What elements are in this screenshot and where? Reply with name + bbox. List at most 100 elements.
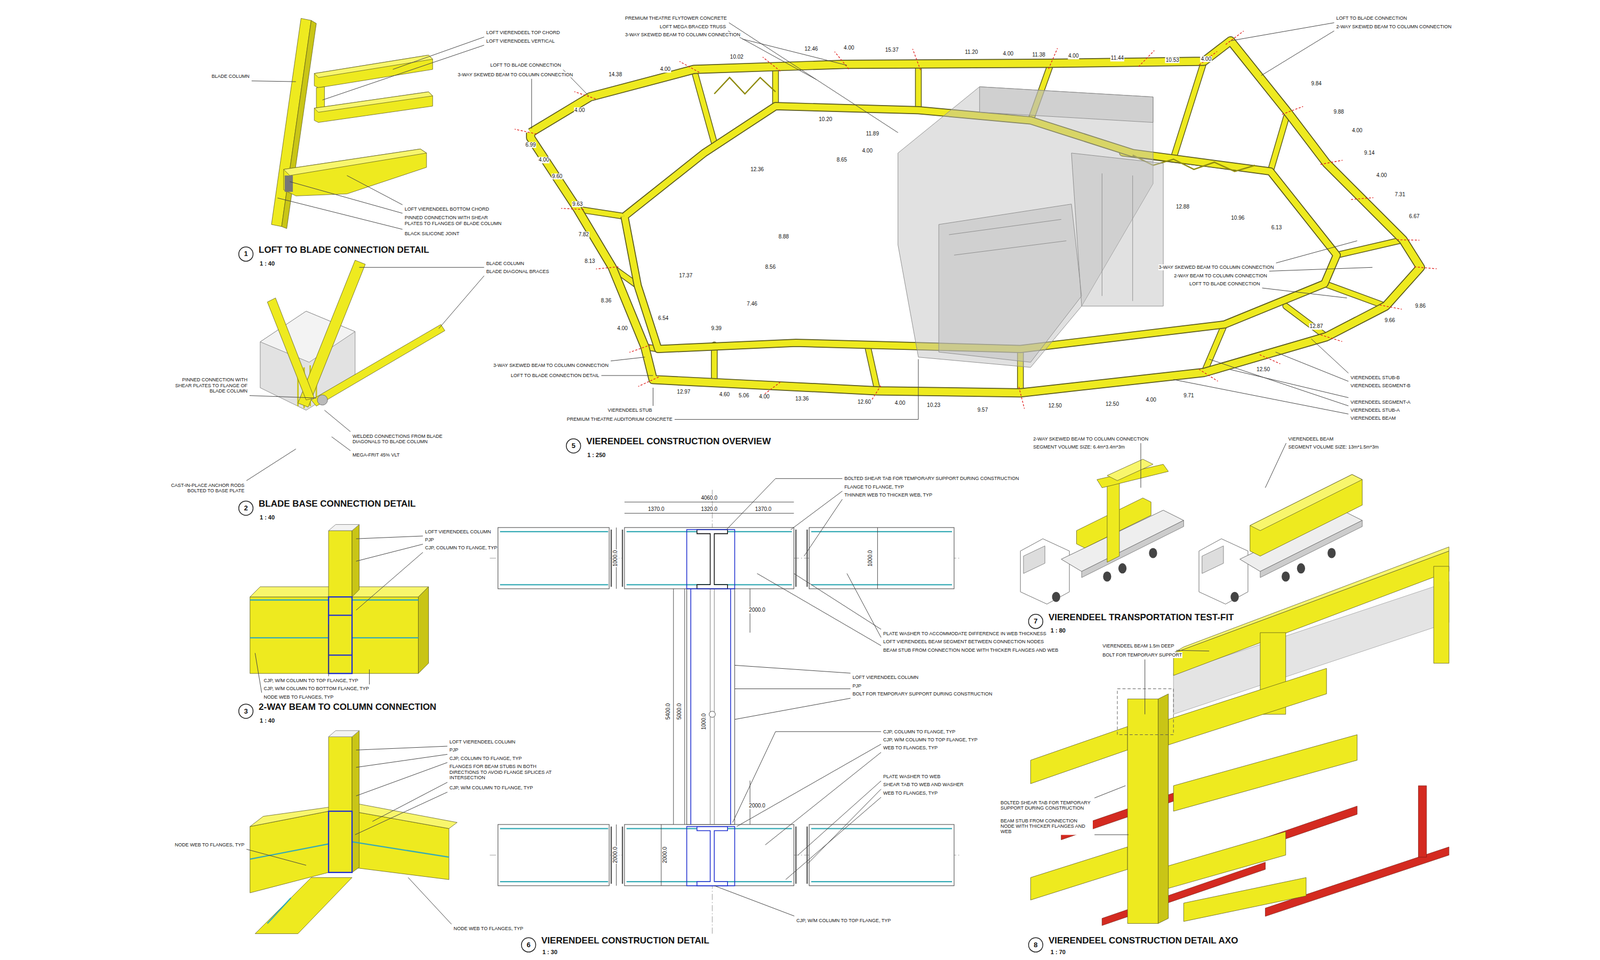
dimension-label: 2000.0 xyxy=(748,803,766,810)
dimension-label: 4.00 xyxy=(861,147,874,155)
callout-label: BLACK SILICONE JOINT xyxy=(404,230,461,237)
callout-label: NODE WEB TO FLANGES, TYP xyxy=(263,694,335,700)
callout-label: VIERENDEEL BEAM xyxy=(1288,436,1335,442)
dimension-label: 14.38 xyxy=(608,71,623,78)
dimension-label: 8.88 xyxy=(778,233,790,240)
callout-circle xyxy=(1028,937,1044,952)
vierendeel-elevation xyxy=(624,527,795,589)
callout-number: 3 xyxy=(243,707,248,716)
transport-test-fit xyxy=(1327,547,1336,558)
three-way-connection xyxy=(352,804,458,829)
vierendeel-elevation xyxy=(697,826,728,886)
leader-line xyxy=(1173,379,1349,415)
dimension-label: 9.57 xyxy=(977,406,989,414)
dimension-label: 4.00 xyxy=(1351,127,1363,134)
callout-label: 2-WAY BEAM TO COLUMN CONNECTION xyxy=(1173,272,1268,278)
dimension-tick xyxy=(1414,266,1437,269)
three-way-connection xyxy=(328,736,352,872)
dimension-label: 1000.0 xyxy=(612,549,619,567)
callout-label: PINNED CONNECTION WITH SHEAR PLATES TO F… xyxy=(170,377,248,395)
callout-number: 8 xyxy=(1033,940,1038,949)
loft-blade-detail xyxy=(283,148,427,196)
leader-line xyxy=(328,624,330,677)
two-way-connection xyxy=(328,596,352,674)
loft-blade-detail xyxy=(314,91,433,112)
vierendeel-overview xyxy=(948,173,1133,301)
drawing-title: LOFT TO BLADE CONNECTION DETAIL xyxy=(258,244,430,256)
transport-test-fit xyxy=(1281,571,1290,582)
callout-label: VIERENDEEL SEGMENT-B xyxy=(1349,382,1411,389)
callout-label: LOFT TO BLADE CONNECTION DETAIL xyxy=(510,372,600,379)
leader-line xyxy=(277,197,403,230)
dimension-label: 4.00 xyxy=(616,325,628,332)
transport-test-fit xyxy=(1020,459,1363,605)
leader-line xyxy=(1140,443,1142,488)
dimension-label: 12.87 xyxy=(1309,323,1324,330)
blade-base-detail xyxy=(267,298,315,400)
dimension-label: 4.00 xyxy=(894,400,906,407)
dimension-label: 9.63 xyxy=(571,201,583,208)
callout-label: SEGMENT VOLUME SIZE: 6.4m*3.4m*3m xyxy=(1032,444,1126,450)
dimension-tick xyxy=(629,345,651,353)
dimension-label: 11.89 xyxy=(865,130,880,138)
callout-label: FLANGES FOR BEAM STUBS IN BOTH DIRECTION… xyxy=(449,764,563,781)
dimension-tick xyxy=(679,61,700,72)
dimension-label: 4.00 xyxy=(1200,56,1212,63)
loft-blade-detail xyxy=(271,18,433,229)
leader-line xyxy=(736,744,882,827)
leader-line xyxy=(1094,785,1126,798)
callout-label: PREMIUM THEATRE FLYTOWER CONCRETE xyxy=(624,15,728,21)
callout-label: CJP, W/M COLUMN TO TOP FLANGE, TYP xyxy=(882,737,979,743)
leader-line xyxy=(765,752,882,846)
dimension-tick xyxy=(1138,50,1155,67)
leader-line xyxy=(438,275,485,329)
callout-circle xyxy=(521,937,536,952)
callout-label: LOFT VIERENDEEL TOP CHORD xyxy=(485,29,561,36)
transport-test-fit xyxy=(1198,538,1248,604)
dimension-label: 12.50 xyxy=(1105,401,1120,408)
leader-line xyxy=(356,536,423,539)
leader-line xyxy=(356,746,448,750)
leader-line xyxy=(808,789,882,864)
two-way-connection xyxy=(250,524,429,674)
leader-line xyxy=(1229,369,1349,398)
dimension-tick xyxy=(1198,51,1218,65)
transport-test-fit xyxy=(1052,592,1061,603)
callout-circle xyxy=(238,246,1044,952)
callout-circle xyxy=(238,704,254,719)
leader-line xyxy=(732,731,882,823)
transport-test-fit xyxy=(1297,563,1306,574)
dimension-label: 6.54 xyxy=(657,315,669,322)
callout-label: WEB TO FLANGES, TYP xyxy=(882,789,939,796)
leader-line xyxy=(729,22,899,133)
callout-circle xyxy=(1028,614,1044,629)
leader-line xyxy=(1262,288,1348,299)
vierendeel-axo xyxy=(1030,726,1128,784)
dimension-label: 5400.0 xyxy=(665,702,672,720)
vierendeel-elevation xyxy=(697,529,728,589)
leader-line xyxy=(601,375,654,376)
dimension-label: 7.46 xyxy=(746,300,758,308)
callout-label: SEGMENT VOLUME SIZE: 13m*1.5m*3m xyxy=(1288,444,1380,450)
vierendeel-axo xyxy=(1168,668,1327,745)
dimension-tick xyxy=(1198,369,1219,382)
leader-line xyxy=(372,782,448,822)
callout-number: 7 xyxy=(1033,617,1038,626)
two-way-connection xyxy=(328,530,352,597)
dimension-tick xyxy=(1396,239,1420,241)
blade-base-detail xyxy=(317,394,328,405)
leader-line xyxy=(674,359,919,420)
leader-line xyxy=(331,436,351,451)
drawing-title: BLADE BASE CONNECTION DETAIL xyxy=(258,498,416,510)
leader-line xyxy=(249,395,317,399)
leader-line xyxy=(393,36,485,70)
dimension-label: 8.36 xyxy=(600,298,612,305)
leader-line xyxy=(359,267,485,268)
callout-label: NODE WEB TO FLANGES, TYP xyxy=(452,925,524,932)
callout-label: PLATE WASHER TO WEB xyxy=(882,773,941,780)
leader-line xyxy=(1176,650,1210,651)
callout-label: MEGA-FRIT 45% VLT xyxy=(352,452,400,458)
callout-label: CJP, COLUMN TO FLANGE, TYP xyxy=(882,729,956,735)
